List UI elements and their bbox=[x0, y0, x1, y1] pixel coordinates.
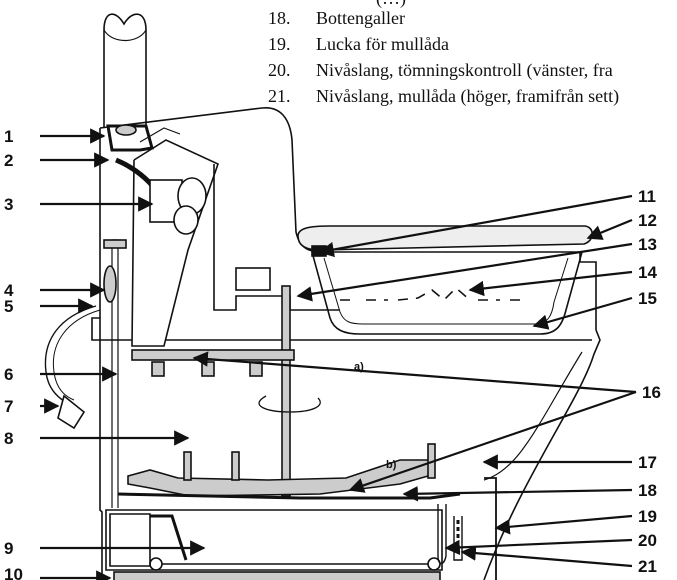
inner-wall-top bbox=[139, 127, 181, 143]
leader-21 bbox=[460, 545, 633, 568]
leader-13 bbox=[296, 242, 633, 302]
chute bbox=[131, 139, 219, 347]
liquid-level bbox=[340, 286, 528, 302]
leader-18 bbox=[402, 486, 633, 502]
legend-num: 20. bbox=[268, 60, 291, 80]
label-16: 16 bbox=[642, 383, 661, 402]
drawer-handle bbox=[150, 514, 188, 561]
bowl bbox=[311, 251, 583, 335]
unit-body bbox=[44, 13, 601, 580]
leader-19 bbox=[494, 514, 633, 535]
stirrer-shaft bbox=[281, 285, 291, 497]
vent-pipe-rim bbox=[103, 29, 147, 42]
bowl-inner bbox=[323, 257, 569, 325]
label-2: 2 bbox=[4, 151, 13, 170]
label-15: 15 bbox=[638, 289, 657, 308]
label-18: 18 bbox=[638, 481, 657, 500]
label-9: 9 bbox=[4, 539, 13, 558]
leader-20 bbox=[444, 538, 633, 556]
housing-seam bbox=[91, 317, 592, 341]
label-7: 7 bbox=[4, 397, 13, 416]
label-4: 4 bbox=[4, 281, 14, 300]
fan-rotor-2 bbox=[173, 205, 199, 235]
label-19: 19 bbox=[638, 507, 657, 526]
legend-partial-text: (…) bbox=[376, 0, 406, 9]
label-a: a) bbox=[354, 361, 364, 373]
legend: (…) 18. Bottengaller 19. Lucka för mullå… bbox=[268, 0, 677, 106]
drawer-wheel-left bbox=[149, 557, 163, 571]
compost-drawer bbox=[105, 509, 443, 571]
label-14: 14 bbox=[638, 263, 657, 282]
mixer-tine-1 bbox=[151, 361, 165, 377]
bottom-plate bbox=[113, 571, 441, 580]
mixer-tine-2 bbox=[201, 361, 215, 377]
power-cable-inner bbox=[52, 309, 101, 401]
power-plug bbox=[57, 394, 86, 430]
leader-16b bbox=[348, 390, 637, 493]
label-21: 21 bbox=[638, 557, 657, 576]
label-20: 20 bbox=[638, 531, 657, 550]
legend-text: Bottengaller bbox=[316, 8, 405, 28]
label-10: 10 bbox=[4, 565, 23, 580]
lower-housing-right bbox=[483, 351, 583, 481]
drawer-handle-box bbox=[109, 513, 151, 567]
vent-pipe bbox=[103, 13, 147, 128]
label-1: 1 bbox=[4, 127, 13, 146]
legend-text: Nivåslang, mullåda (höger, framifrån set… bbox=[316, 86, 620, 106]
label-3: 3 bbox=[4, 195, 13, 214]
legend-num: 18. bbox=[268, 8, 291, 28]
mixer-post-1 bbox=[183, 451, 192, 481]
vent-flap-disc bbox=[115, 124, 137, 136]
heating-element bbox=[103, 265, 117, 303]
bottom-grate bbox=[117, 492, 461, 500]
label-13: 13 bbox=[638, 235, 657, 254]
mixer-post-2 bbox=[231, 451, 240, 481]
power-cable bbox=[44, 305, 97, 405]
label-5: 5 bbox=[4, 297, 13, 316]
control-box bbox=[235, 267, 271, 291]
leader-12 bbox=[586, 218, 633, 240]
legend-text: Nivåslang, tömningskontroll (vänster, fr… bbox=[316, 60, 613, 80]
legend-num: 19. bbox=[268, 34, 291, 54]
label-8: 8 bbox=[4, 429, 13, 448]
partition-cap bbox=[103, 239, 127, 249]
rotation-arrow bbox=[258, 395, 321, 413]
leader-15 bbox=[532, 296, 633, 330]
leader-11 bbox=[318, 194, 633, 258]
legend-text: Lucka för mullåda bbox=[316, 34, 449, 54]
label-6: 6 bbox=[4, 365, 13, 384]
labels: 1 2 3 4 5 6 7 8 9 10 11 12 13 14 15 16 1… bbox=[4, 127, 661, 580]
leader-14 bbox=[468, 270, 633, 297]
leader-lines bbox=[40, 128, 637, 580]
label-b: b) bbox=[386, 459, 397, 471]
label-17: 17 bbox=[638, 453, 657, 472]
label-11: 11 bbox=[638, 187, 656, 206]
level-hose-right bbox=[453, 516, 463, 561]
leader-16a bbox=[192, 351, 637, 394]
label-12: 12 bbox=[638, 211, 657, 230]
level-hose-left bbox=[437, 504, 447, 565]
legend-num: 21. bbox=[268, 86, 291, 106]
